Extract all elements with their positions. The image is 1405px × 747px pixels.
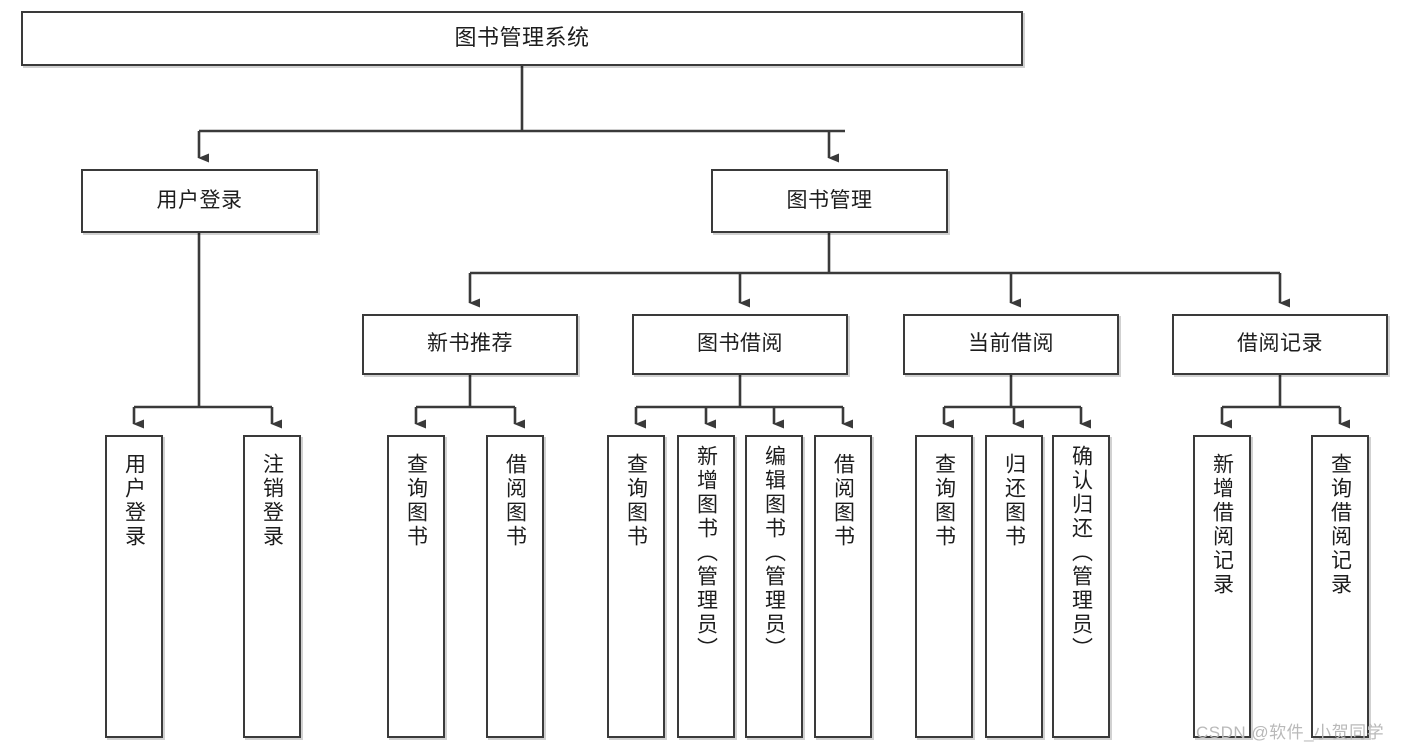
node-leaf-query-book-2-label: 查询图书	[624, 453, 648, 549]
node-book-borrow[interactable]: 图书借阅	[632, 314, 848, 375]
node-book-manage[interactable]: 图书管理	[711, 169, 948, 233]
node-leaf-query-book-2[interactable]: 查询图书	[607, 435, 665, 738]
node-leaf-query-book-1-label: 查询图书	[404, 453, 428, 549]
node-user-login[interactable]: 用户登录	[81, 169, 318, 233]
edge-new-book-rec-to-leaves	[414, 375, 525, 429]
node-leaf-borrow-book-1[interactable]: 借阅图书	[486, 435, 544, 738]
node-leaf-borrow-book-1-label: 借阅图书	[503, 453, 527, 549]
node-leaf-query-book-1[interactable]: 查询图书	[387, 435, 445, 738]
node-leaf-borrow-book-2[interactable]: 借阅图书	[814, 435, 872, 738]
node-leaf-add-record[interactable]: 新增借阅记录	[1193, 435, 1251, 738]
node-book-borrow-label: 图书借阅	[697, 332, 783, 356]
node-leaf-query-record-label: 查询借阅记录	[1328, 453, 1352, 597]
csdn-watermark: CSDN @软件_小贺同学	[1196, 723, 1385, 742]
node-leaf-return-book-label: 归还图书	[1002, 453, 1026, 549]
node-current-borrow-label: 当前借阅	[968, 332, 1054, 356]
node-leaf-query-record[interactable]: 查询借阅记录	[1311, 435, 1369, 738]
node-leaf-user-login-label: 用户登录	[122, 453, 146, 549]
edge-current-borrow-to-leaves	[942, 375, 1091, 429]
node-leaf-edit-book-label: 编辑图书（管理员）	[762, 445, 786, 661]
node-leaf-query-book-3[interactable]: 查询图书	[915, 435, 973, 738]
node-current-borrow[interactable]: 当前借阅	[903, 314, 1119, 375]
node-leaf-confirm-return-label: 确认归还（管理员）	[1069, 445, 1093, 661]
edge-book-borrow-to-leaves	[634, 375, 853, 429]
node-new-book-rec-label: 新书推荐	[427, 332, 513, 356]
node-new-book-rec[interactable]: 新书推荐	[362, 314, 578, 375]
node-root-label: 图书管理系统	[454, 25, 590, 51]
edge-borrow-record-to-leaves	[1220, 375, 1350, 429]
node-leaf-query-book-3-label: 查询图书	[932, 453, 956, 549]
node-leaf-add-record-label: 新增借阅记录	[1210, 453, 1234, 597]
edge-root-to-level2	[197, 66, 845, 163]
node-leaf-logout-label: 注销登录	[260, 453, 284, 549]
node-leaf-edit-book[interactable]: 编辑图书（管理员）	[745, 435, 803, 738]
node-leaf-return-book[interactable]: 归还图书	[985, 435, 1043, 738]
node-leaf-borrow-book-2-label: 借阅图书	[831, 453, 855, 549]
node-leaf-logout[interactable]: 注销登录	[243, 435, 301, 738]
node-leaf-add-book[interactable]: 新增图书（管理员）	[677, 435, 735, 738]
edge-book-manage-to-level3	[468, 233, 1290, 308]
node-leaf-add-book-label: 新增图书（管理员）	[694, 445, 718, 661]
node-leaf-user-login[interactable]: 用户登录	[105, 435, 163, 738]
node-leaf-confirm-return[interactable]: 确认归还（管理员）	[1052, 435, 1110, 738]
node-borrow-record-label: 借阅记录	[1237, 332, 1323, 356]
node-book-manage-label: 图书管理	[786, 188, 873, 212]
edge-user-login-to-leaves	[132, 233, 282, 429]
node-root[interactable]: 图书管理系统	[21, 11, 1023, 66]
node-borrow-record[interactable]: 借阅记录	[1172, 314, 1388, 375]
node-user-login-label: 用户登录	[156, 188, 243, 212]
